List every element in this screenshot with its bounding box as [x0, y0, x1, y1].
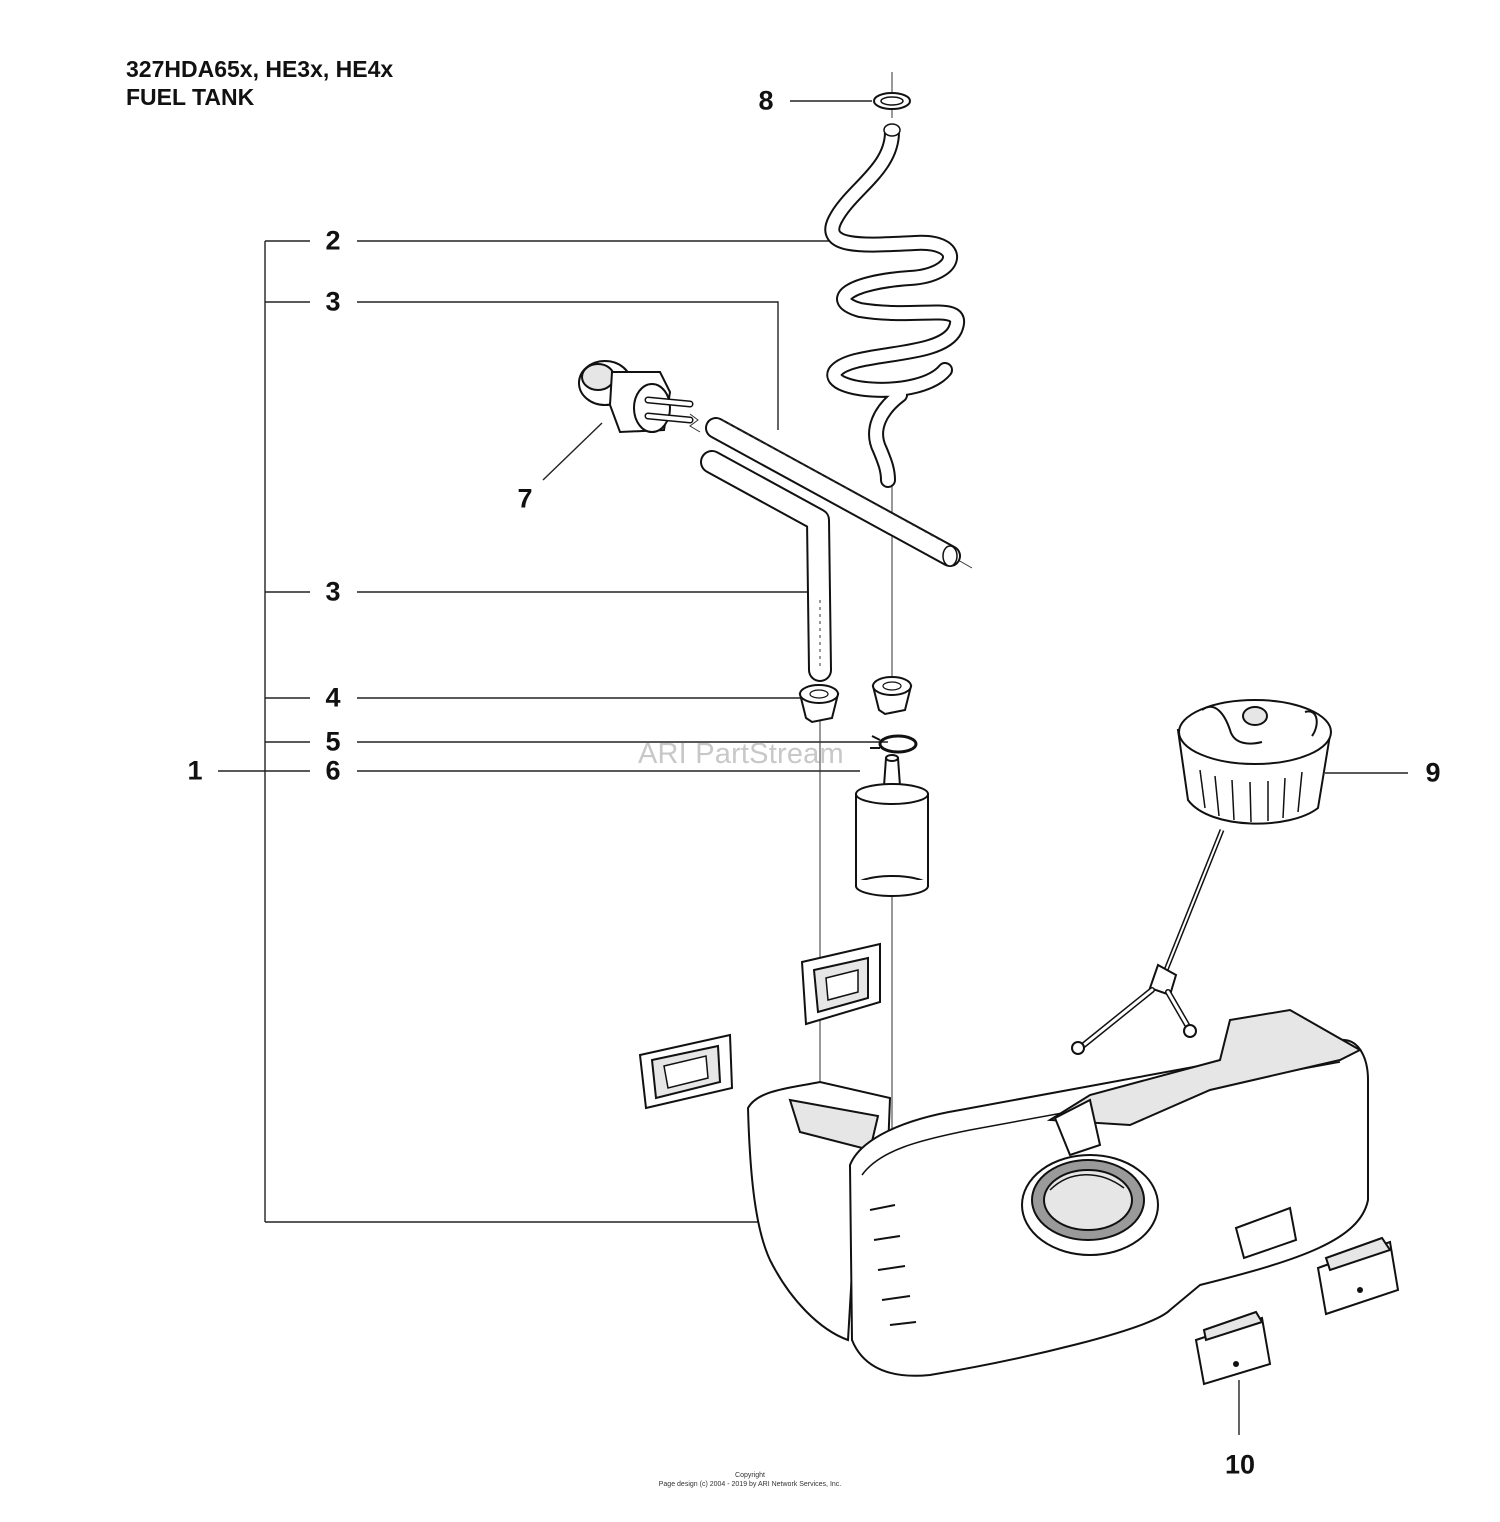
primer-fitting-part-7 — [578, 360, 701, 434]
callout-5[interactable]: 5 — [325, 726, 341, 757]
rubber-buffer-part-10 — [1194, 1310, 1272, 1386]
fuel-line-part-3-upper — [705, 417, 961, 567]
leader-7 — [542, 422, 603, 481]
rubber-mount-upper — [800, 942, 881, 1026]
hose-clamp-part-5 — [870, 734, 918, 754]
leader-lines — [357, 100, 1408, 1435]
callout-6[interactable]: 6 — [325, 755, 341, 786]
callout-1[interactable]: 1 — [187, 755, 203, 786]
callout-7[interactable]: 7 — [517, 483, 533, 514]
fuel-line-part-3-lower — [700, 450, 832, 682]
callout-4[interactable]: 4 — [325, 682, 341, 713]
callout-9[interactable]: 9 — [1425, 757, 1441, 788]
callout-8[interactable]: 8 — [758, 85, 774, 116]
callout-10[interactable]: 10 — [1224, 1449, 1256, 1480]
watermark-text: ARI PartStream — [638, 738, 844, 770]
diagram-model-title: 327HDA65x, HE3x, HE4x — [126, 56, 394, 82]
rubber-mount-left — [638, 1033, 734, 1110]
fuel-filter-part-6 — [855, 754, 929, 897]
callout-bracket — [218, 240, 760, 1223]
fuel-cap-part-9 — [1071, 699, 1332, 1055]
callout-2[interactable]: 2 — [325, 225, 341, 256]
callout-3-upper[interactable]: 3 — [325, 286, 341, 317]
grommet-part-4-left — [798, 684, 840, 724]
leader-3a — [357, 301, 779, 430]
grommet-part-4-right — [871, 676, 913, 716]
o-ring-part-8 — [873, 92, 911, 110]
footer-page-design: Page design (c) 2004 - 2019 by ARI Netwo… — [658, 1481, 842, 1488]
fuel-tank-body — [746, 1008, 1369, 1377]
diagram-section-title: FUEL TANK — [126, 84, 255, 110]
callout-3-lower[interactable]: 3 — [325, 576, 341, 607]
coiled-fuel-hose-part-2 — [824, 123, 965, 488]
rubber-buffer-right — [1316, 1236, 1400, 1316]
footer-copyright: Copyright — [735, 1472, 765, 1479]
